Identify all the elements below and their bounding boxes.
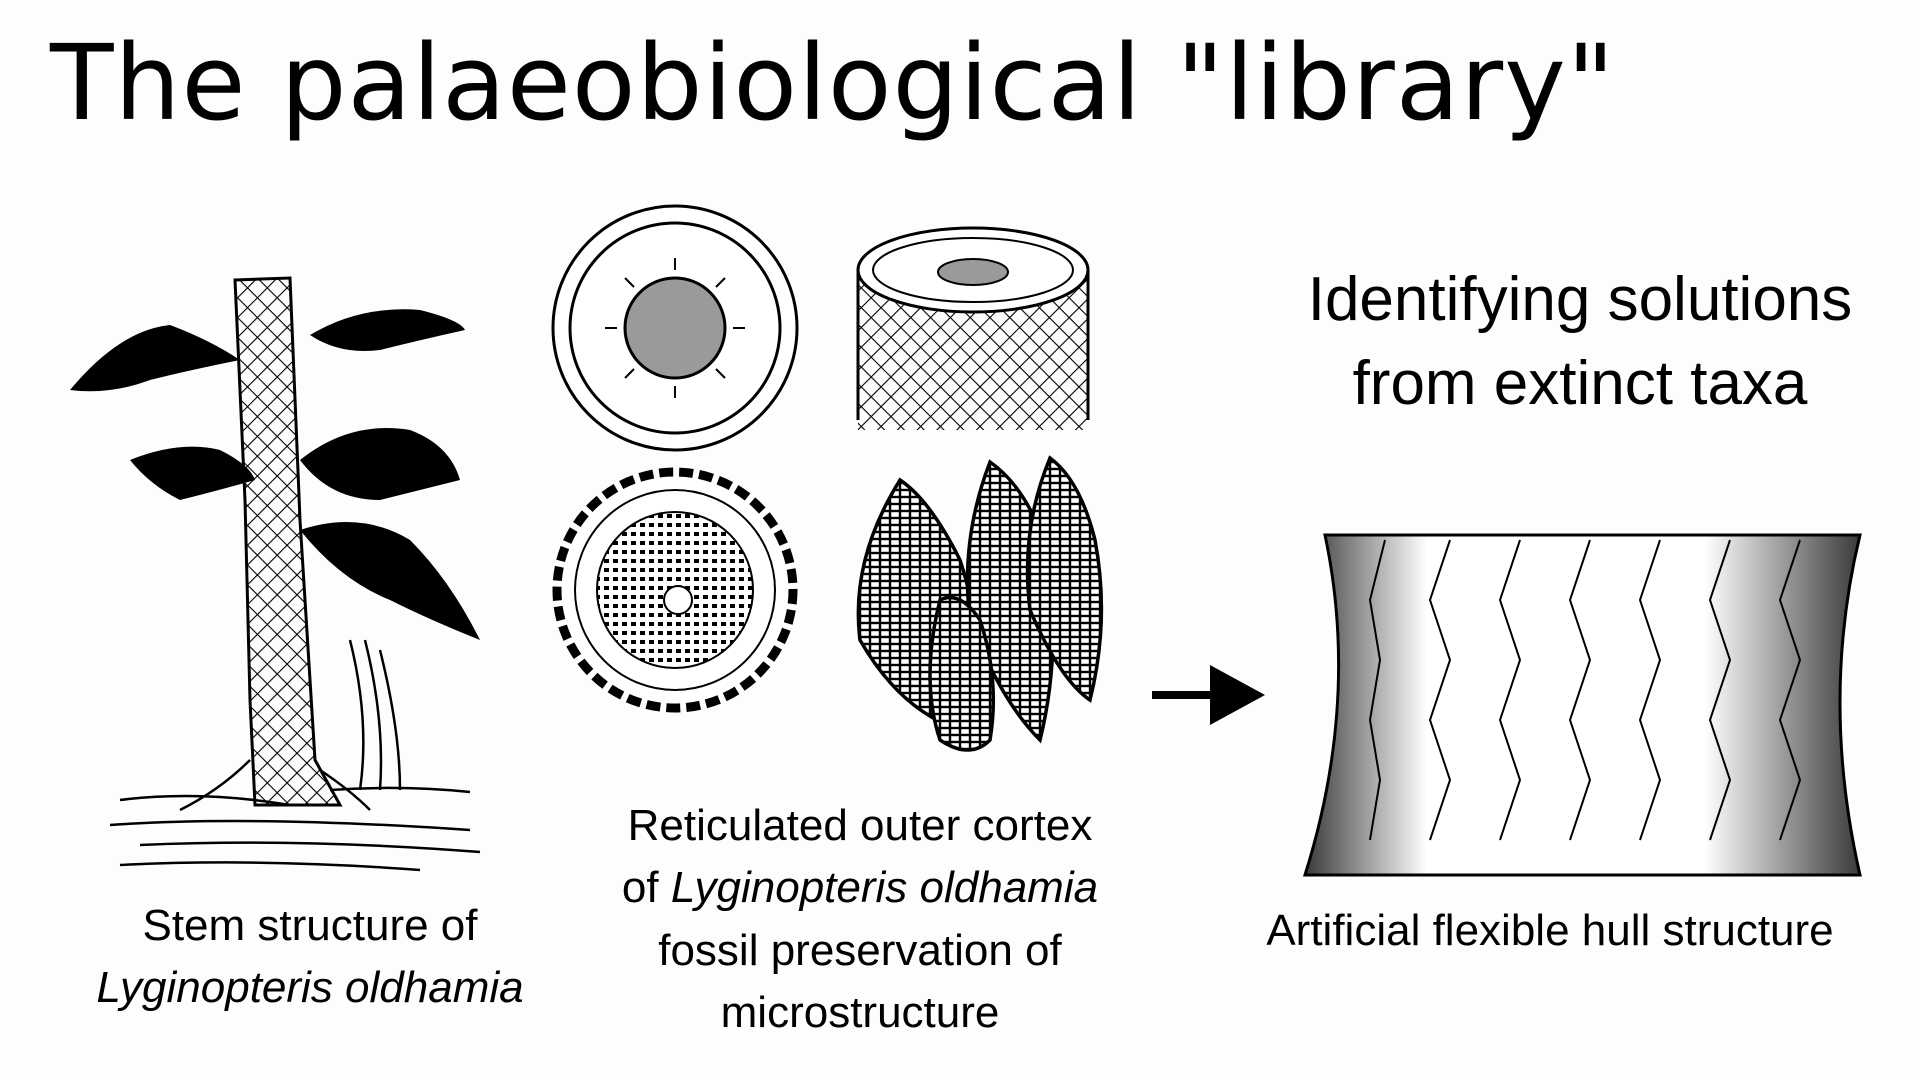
stem-caption-line1: Stem structure of	[142, 901, 478, 950]
fossil-cell-clusters	[856, 455, 1104, 752]
solutions-heading-line2: from extinct taxa	[1352, 349, 1808, 419]
stem-caption: Stem structure of Lyginopteris oldhamia	[70, 895, 550, 1020]
cortex-caption-line3: fossil preservation of	[658, 925, 1062, 975]
cylinder-lattice-diagram	[856, 226, 1090, 430]
solutions-heading-line1: Identifying solutions	[1307, 265, 1853, 334]
cortex-caption-line4: microstructure	[720, 988, 1000, 1038]
cortex-caption-species: Lyginopteris oldhamia	[670, 863, 1099, 913]
cortex-caption-line2-prefix: of	[621, 863, 671, 913]
arrow-right-icon	[1152, 665, 1265, 725]
hull-caption: Artificial flexible hull structure	[1266, 906, 1834, 955]
solutions-heading: Identifying solutions from extinct taxa	[1250, 258, 1910, 427]
cortex-caption-line1: Reticulated outer cortex	[627, 801, 1093, 850]
cortex-caption-line2: of Lyginopteris oldhamia	[560, 857, 1160, 919]
flexible-hull-drawing	[1302, 533, 1862, 877]
fossil-cross-section	[552, 467, 798, 713]
page-title: The palaeobiological "library"	[50, 22, 1616, 144]
cross-section-diagram	[551, 204, 799, 452]
fern-tree-illustration	[70, 276, 481, 872]
cortex-caption: Reticulated outer cortex of Lyginopteris…	[560, 795, 1160, 1045]
stem-caption-line2: Lyginopteris oldhamia	[96, 963, 524, 1013]
